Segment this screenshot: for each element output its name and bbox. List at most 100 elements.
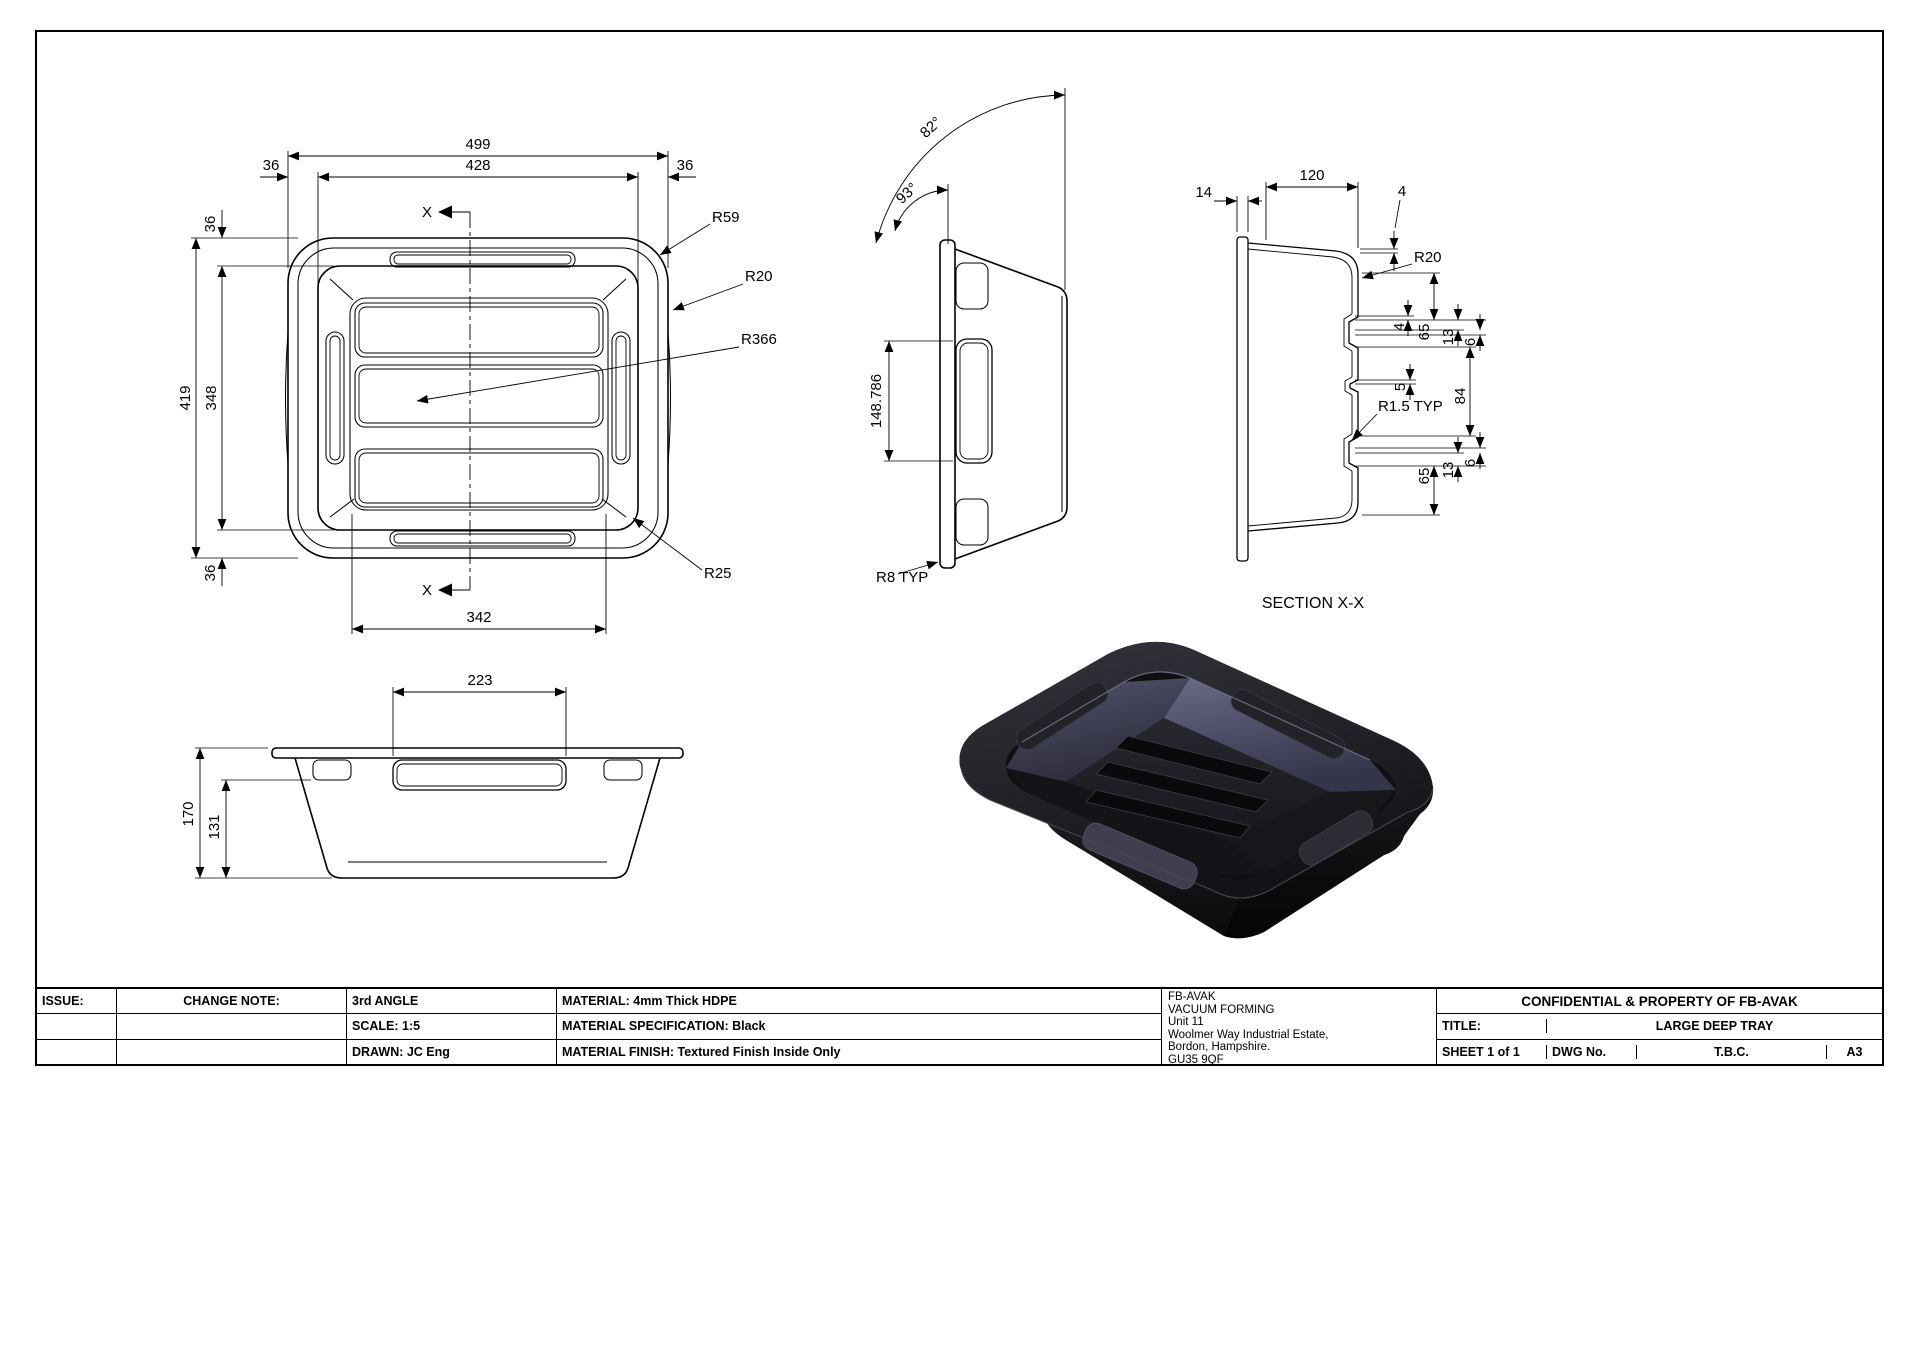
front-body bbox=[294, 757, 661, 879]
callout-r59: R59 bbox=[712, 209, 740, 226]
callout-r8-typ: R8 TYP bbox=[876, 569, 928, 586]
inner-wall-front-right bbox=[1228, 790, 1396, 874]
tray-flange-inner-edge bbox=[297, 247, 659, 549]
confidential-cell: CONFIDENTIAL & PROPERTY OF FB-AVAK bbox=[1437, 989, 1882, 1015]
dim-opening-height: 348 bbox=[203, 385, 220, 410]
side-grip-inner bbox=[959, 342, 989, 460]
top-view-dimensions: 499 428 36 36 419 348 36 36 342 bbox=[177, 136, 696, 634]
section-right-dims: 4 65 13 6 5 84 R1.5 TYP 6 13 65 bbox=[1351, 272, 1486, 516]
dim-slot-width: 342 bbox=[466, 609, 491, 626]
corner-slope-lines bbox=[329, 278, 627, 518]
section-wall-inner bbox=[1247, 248, 1353, 527]
section-label-bottom: X bbox=[422, 582, 432, 599]
callout-r366: R366 bbox=[741, 331, 777, 348]
dim-section-13-lower: 13 bbox=[1440, 462, 1457, 479]
drawing-title: LARGE DEEP TRAY bbox=[1655, 1019, 1774, 1034]
front-grip-outer bbox=[392, 759, 567, 791]
company-line-6: GU35 9QF bbox=[1168, 1053, 1224, 1066]
top-view: X X 499 428 36 36 419 348 3 bbox=[177, 136, 777, 634]
rim-highlight-front bbox=[961, 771, 1434, 899]
drawing-frame bbox=[35, 30, 1884, 1066]
corner-feature-top bbox=[955, 262, 989, 310]
right-edge-bump bbox=[667, 331, 672, 465]
front-view: 223 170 131 bbox=[180, 672, 684, 879]
material-finish-cell: MATERIAL FINISH: Textured Finish Inside … bbox=[562, 1044, 841, 1059]
material-spec-cell: MATERIAL SPECIFICATION: Black bbox=[557, 1014, 1161, 1040]
change-note-column: CHANGE NOTE: bbox=[117, 989, 347, 1064]
dim-overall-height: 419 bbox=[177, 385, 194, 410]
dim-margin-left-bottom: 36 bbox=[202, 565, 219, 582]
company-line-3: Unit 11 bbox=[1168, 1016, 1204, 1029]
title-label: TITLE: bbox=[1437, 1019, 1547, 1034]
inner-wall-back-right bbox=[1164, 678, 1396, 792]
section-arrow-top bbox=[438, 205, 452, 219]
top-view-callouts: R59 R20 R366 R25 bbox=[416, 209, 777, 582]
drawn-cell: DRAWN: JC Eng bbox=[352, 1044, 450, 1059]
angle-cell: 3rd ANGLE bbox=[347, 989, 556, 1015]
dim-section-4-top: 4 bbox=[1398, 183, 1406, 200]
change-note-label: CHANGE NOTE: bbox=[117, 989, 346, 1015]
sheet-row: SHEET 1 of 1 DWG No. T.B.C. A3 bbox=[1437, 1040, 1882, 1064]
section-line-x: X X bbox=[422, 204, 471, 599]
dim-section-13-upper: 13 bbox=[1440, 329, 1457, 346]
dim-opening-width: 428 bbox=[465, 157, 490, 174]
company-column: FB-AVAK VACUUM FORMING Unit 11 Woolmer W… bbox=[1162, 989, 1437, 1066]
front-grip-inner bbox=[396, 763, 563, 787]
material-cell: MATERIAL: 4mm Thick HDPE bbox=[557, 989, 1161, 1015]
projection-column: 3rd ANGLE SCALE: 1:5 DRAWN: JC Eng bbox=[347, 989, 557, 1064]
corner-feature-bottom bbox=[955, 498, 989, 546]
dim-front-170: 170 bbox=[180, 801, 197, 826]
dim-grip-height: 148.786 bbox=[868, 374, 885, 428]
floor-slots-3d bbox=[1085, 735, 1273, 839]
dim-margin-top-left: 36 bbox=[263, 157, 280, 174]
callout-r25: R25 bbox=[704, 565, 732, 582]
dim-overall-width: 499 bbox=[465, 136, 490, 153]
callout-r20: R20 bbox=[745, 268, 773, 285]
dim-front-131: 131 bbox=[206, 814, 223, 839]
callout-r1-5-typ: R1.5 TYP bbox=[1378, 398, 1443, 415]
change-note-empty-2 bbox=[117, 1040, 346, 1064]
opening-highlight-back bbox=[1021, 671, 1371, 761]
change-note-empty-1 bbox=[117, 1014, 346, 1040]
front-corner-right bbox=[603, 759, 643, 781]
issue-column: ISSUE: bbox=[37, 989, 117, 1064]
company-line-4: Woolmer Way Industrial Estate, bbox=[1168, 1028, 1329, 1041]
grip-recesses bbox=[325, 251, 631, 547]
callout-section-r20: R20 bbox=[1414, 249, 1442, 266]
dim-section-5: 5 bbox=[1392, 383, 1409, 391]
dwg-number: T.B.C. bbox=[1637, 1044, 1827, 1059]
front-flange bbox=[271, 747, 684, 759]
side-grip-outer bbox=[955, 338, 993, 464]
dim-front-223: 223 bbox=[467, 672, 492, 689]
section-arrow-bottom bbox=[438, 583, 452, 597]
company-line-1: FB-AVAK bbox=[1168, 991, 1216, 1003]
section-flange bbox=[1236, 236, 1249, 562]
section-xx-view: 120 14 4 R20 bbox=[1195, 167, 1486, 612]
inner-wall-front-left bbox=[1006, 768, 1262, 874]
dim-section-65-lower: 65 bbox=[1416, 468, 1433, 485]
dim-section-120: 120 bbox=[1299, 167, 1324, 184]
company-line-5: Bordon, Hampshire. bbox=[1168, 1041, 1271, 1054]
material-column: MATERIAL: 4mm Thick HDPE MATERIAL SPECIF… bbox=[557, 989, 1162, 1064]
body-profile bbox=[954, 248, 1068, 560]
title-row: TITLE: LARGE DEEP TRAY bbox=[1437, 1014, 1882, 1040]
section-wall-outer bbox=[1247, 242, 1359, 532]
dim-section-14: 14 bbox=[1195, 184, 1212, 201]
dim-section-6-lower: 6 bbox=[1462, 459, 1479, 467]
dim-margin-left-top: 36 bbox=[202, 216, 219, 233]
section-label-top: X bbox=[422, 204, 432, 221]
issue-empty-1 bbox=[37, 1014, 116, 1040]
cavity-floor bbox=[349, 297, 609, 511]
title-block: ISSUE: CHANGE NOTE: 3rd ANGLE SCALE: 1:5… bbox=[35, 987, 1884, 1066]
issue-label: ISSUE: bbox=[37, 989, 116, 1015]
left-edge-bump bbox=[284, 331, 289, 465]
title-column: CONFIDENTIAL & PROPERTY OF FB-AVAK TITLE… bbox=[1437, 989, 1882, 1064]
front-corner-left bbox=[312, 759, 352, 781]
dim-section-84: 84 bbox=[1452, 388, 1469, 405]
dim-section-65-upper: 65 bbox=[1416, 324, 1433, 341]
paper-size: A3 bbox=[1846, 1044, 1863, 1059]
dwg-label: DWG No. bbox=[1547, 1044, 1637, 1059]
floor-slots bbox=[354, 302, 604, 508]
